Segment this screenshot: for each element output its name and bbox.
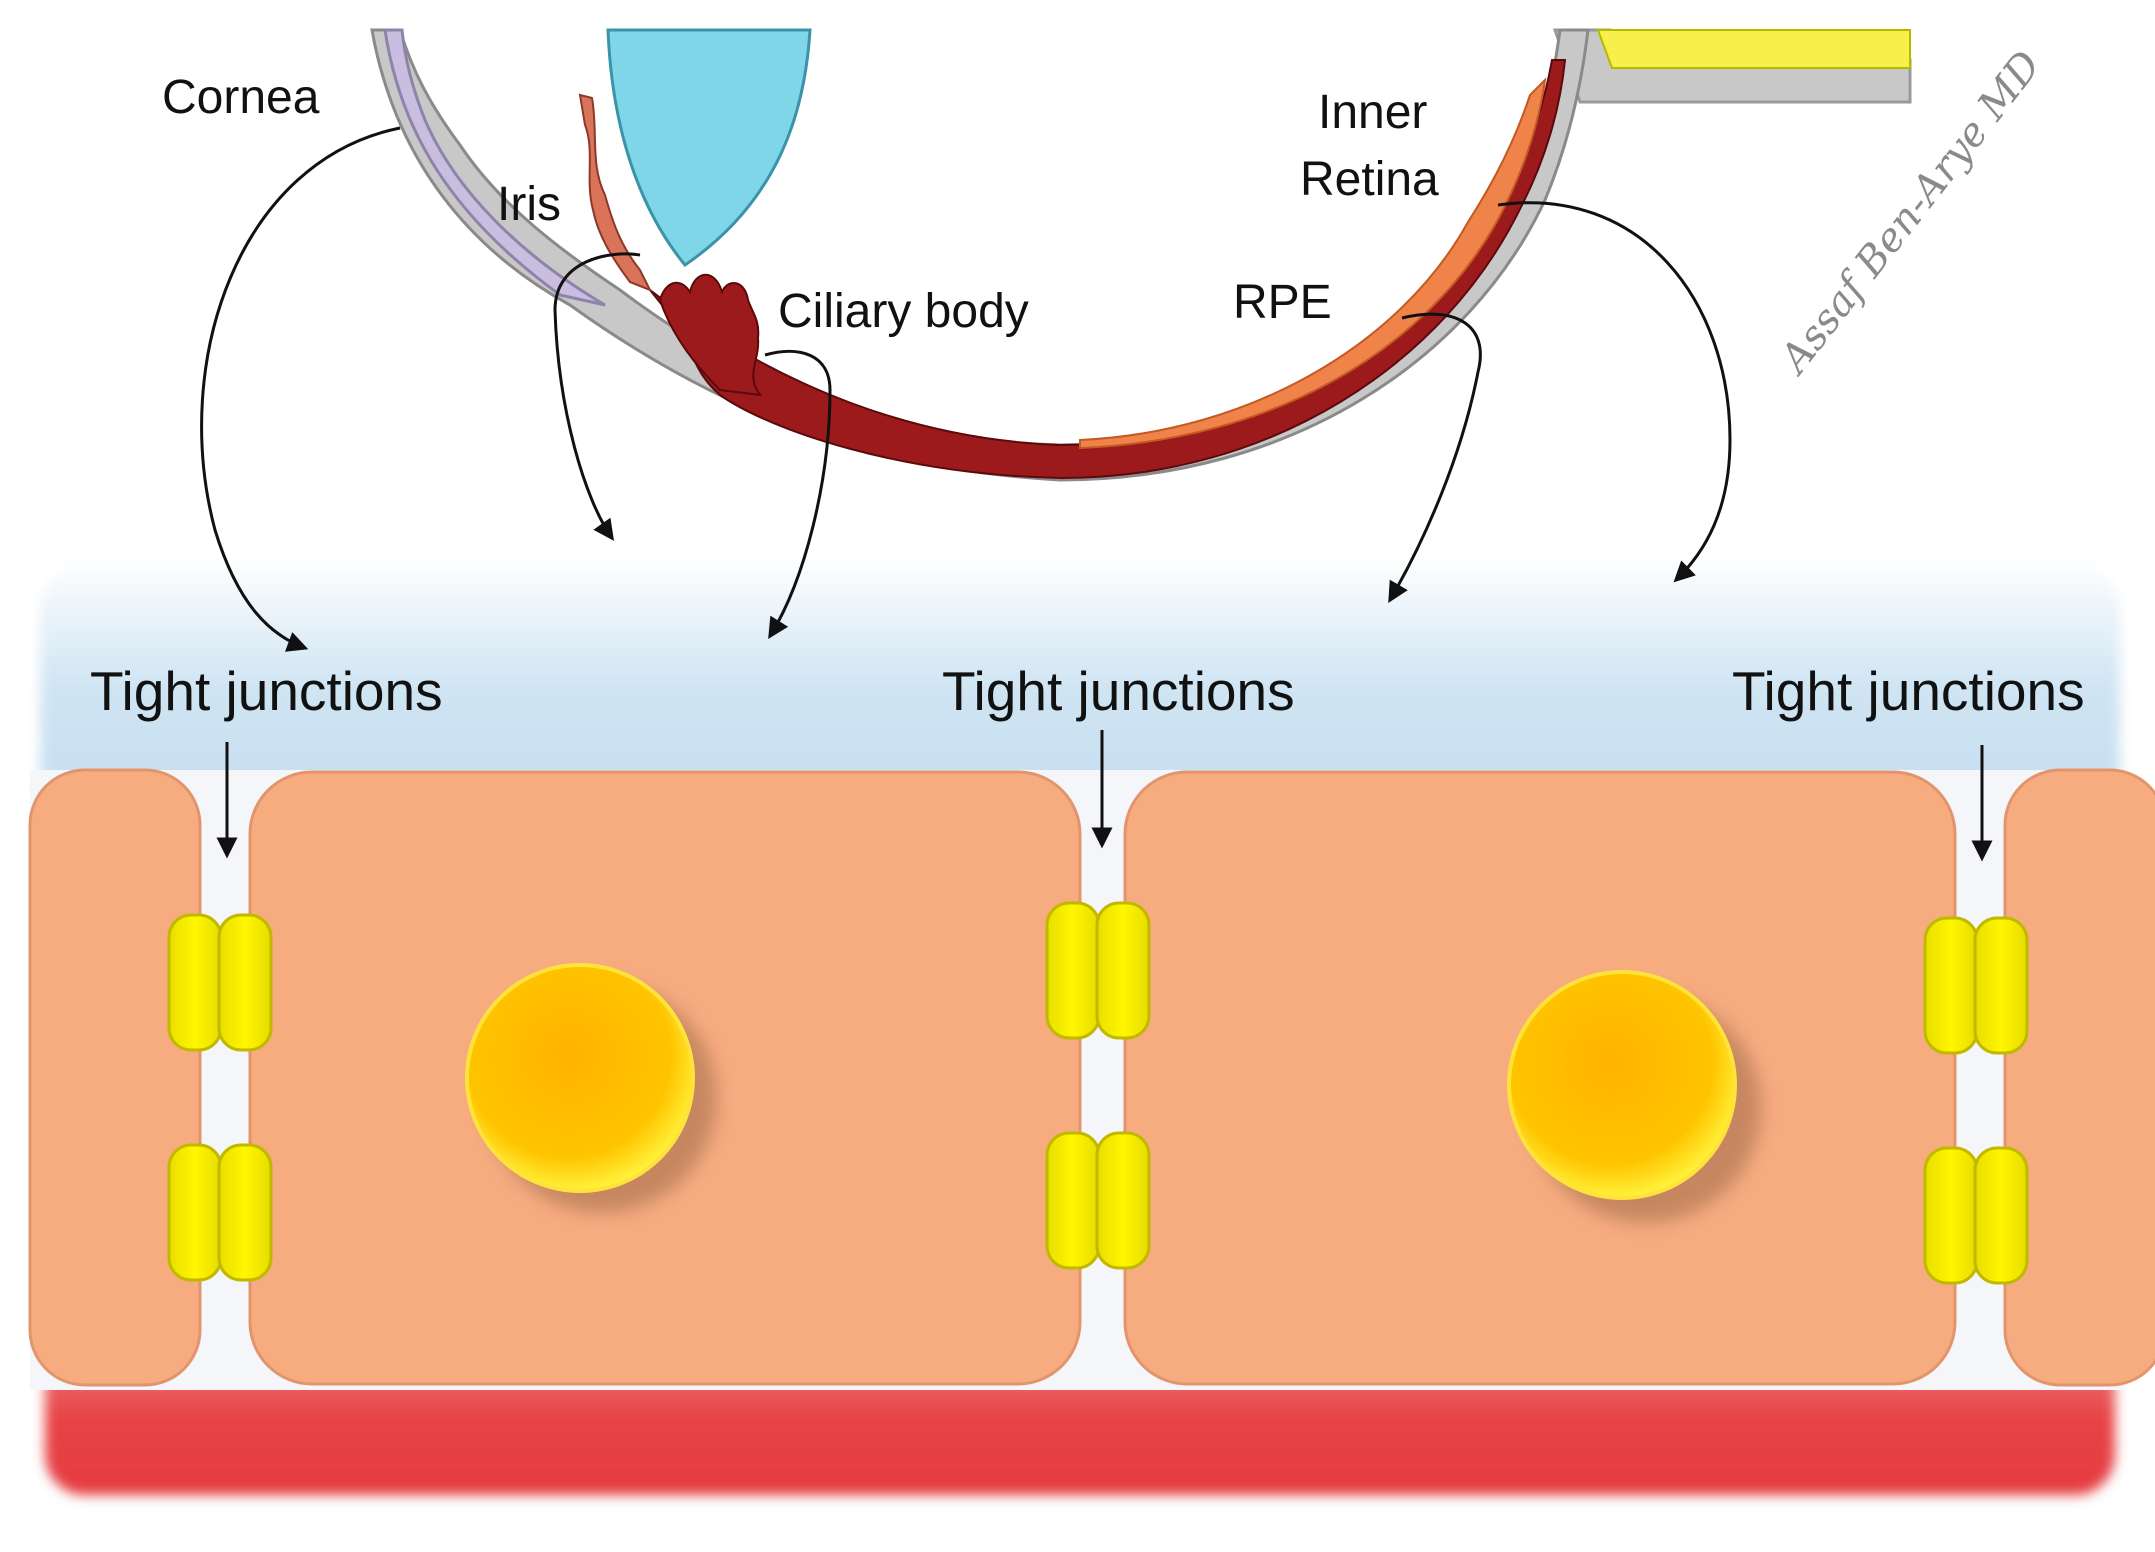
label-tight-junctions-left: Tight junctions	[90, 660, 443, 722]
cornea	[383, 28, 606, 307]
tight-junction-proteins	[167, 901, 2029, 1285]
optic-nerve-core	[1596, 29, 1911, 69]
tight-junction-protein	[217, 1143, 273, 1282]
tight-junction-protein	[1095, 1131, 1151, 1270]
inner-retina-arrow	[1497, 201, 1732, 583]
epithelial-layer	[28, 768, 2155, 1387]
eye-illustration	[370, 28, 1912, 482]
cornea-arrow	[200, 126, 401, 652]
tight-junction-protein	[1923, 1146, 1979, 1285]
tight-junction-protein	[1923, 916, 1979, 1055]
iris-arrow	[553, 252, 641, 541]
tight-junction-protein	[1095, 901, 1151, 1040]
connector-arrows	[200, 126, 1993, 862]
inner-retina	[1079, 77, 1547, 450]
tight-junction-protein	[1045, 901, 1101, 1040]
tight-junction-protein	[1973, 1146, 2029, 1285]
cell-left-edge	[28, 768, 202, 1387]
tight-junction-protein	[1973, 916, 2029, 1055]
tight-junction-protein	[167, 1143, 223, 1282]
label-iris: Iris	[497, 178, 561, 231]
label-inner-retina-line2: Retina	[1300, 153, 1439, 206]
nucleus-1	[465, 963, 695, 1193]
label-tight-junctions-right: Tight junctions	[1732, 660, 2085, 722]
ciliary-body-arrow	[764, 349, 832, 639]
label-inner-retina-line1: Inner	[1318, 86, 1427, 139]
tight-junction-protein	[1045, 1131, 1101, 1270]
label-cornea: Cornea	[162, 71, 320, 124]
iris	[578, 93, 653, 292]
nucleus-2	[1507, 970, 1737, 1200]
label-ciliary-body: Ciliary body	[778, 285, 1029, 338]
label-rpe: RPE	[1233, 276, 1332, 329]
lens	[606, 28, 812, 268]
tight-junction-protein	[217, 913, 273, 1052]
tight-junction-protein	[167, 913, 223, 1052]
ciliary-body	[658, 273, 763, 397]
label-tight-junctions-middle: Tight junctions	[942, 660, 1295, 722]
cell-right-edge	[2003, 768, 2155, 1387]
rpe-arrow	[1388, 312, 1482, 604]
